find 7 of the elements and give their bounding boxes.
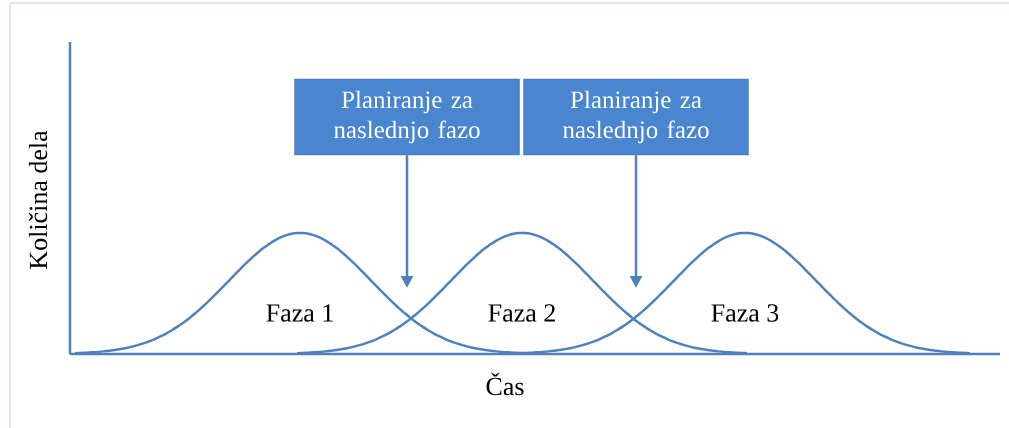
phase-label: Faza 3 [711,304,779,322]
axis-label: Čas [486,372,524,396]
text-box: Planiranje za naslednjo fazo [294,78,520,156]
phase-label: Faza 2 [488,304,555,322]
axis-label: Količina dela [28,130,48,269]
text-box: Planiranje za naslednjo fazo [523,78,749,156]
phase-label: Faza 1 [266,304,333,322]
